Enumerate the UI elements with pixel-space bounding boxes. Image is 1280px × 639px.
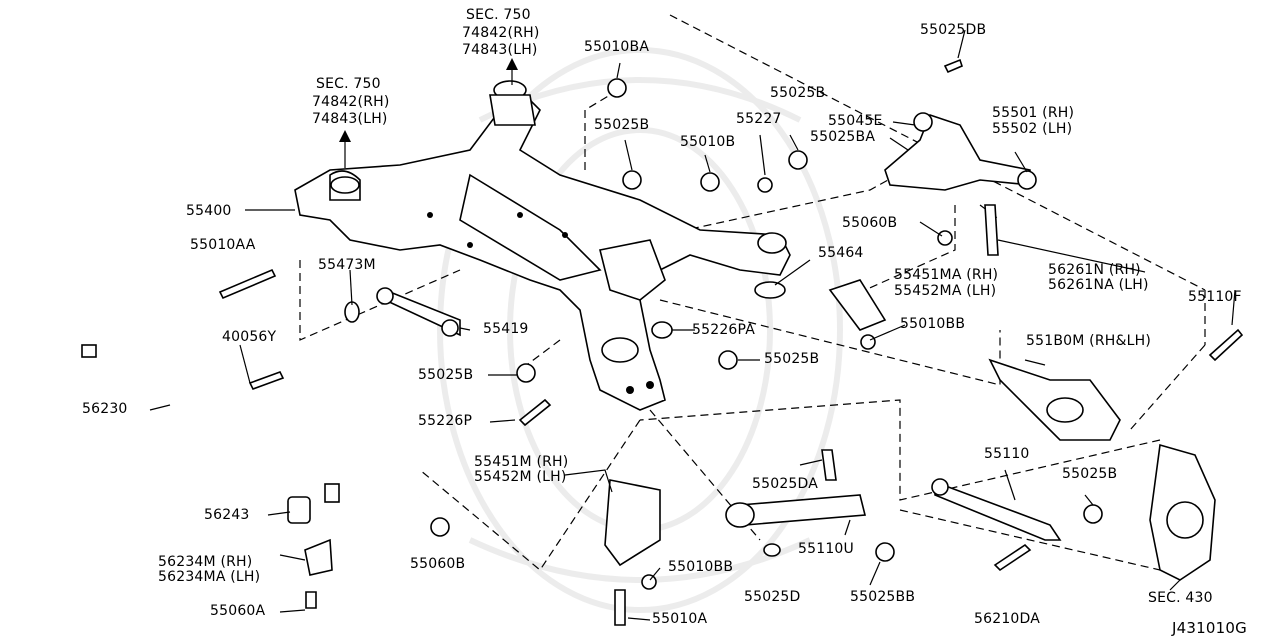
part-55400[interactable]: 55400: [186, 203, 232, 219]
part-55452MA[interactable]: 55452MA (LH): [894, 283, 997, 299]
part-55502[interactable]: 55502 (LH): [992, 121, 1073, 137]
stabilizer-bar-56230: [78, 289, 421, 503]
section-750-top-rh[interactable]: 74842(RH): [462, 25, 540, 41]
part-55227[interactable]: 55227: [736, 111, 782, 127]
part-56261N[interactable]: 56261N (RH): [1048, 262, 1141, 278]
part-56234MA[interactable]: 56234MA (LH): [158, 569, 261, 585]
leader-lines: [149, 29, 1236, 621]
part-55060B-lower[interactable]: 55060B: [410, 556, 466, 572]
part-56234M[interactable]: 56234M (RH): [158, 554, 253, 570]
part-551B0M[interactable]: 551B0M (RH&LH): [1026, 333, 1151, 349]
subframe-55400: [294, 80, 791, 411]
part-55025B-top[interactable]: 55025B: [770, 85, 826, 101]
part-56210DA[interactable]: 56210DA: [974, 611, 1041, 627]
section-750-left-title[interactable]: SEC. 750: [316, 76, 381, 92]
part-55010AA[interactable]: 55010AA: [190, 237, 256, 253]
part-55060B-upper[interactable]: 55060B: [842, 215, 898, 231]
part-55025DA[interactable]: 55025DA: [752, 476, 819, 492]
part-55060A[interactable]: 55060A: [210, 603, 266, 619]
part-55010BB-lower[interactable]: 55010BB: [668, 559, 734, 575]
section-750-left-lh[interactable]: 74843(LH): [312, 111, 388, 127]
part-55010B[interactable]: 55010B: [680, 134, 736, 150]
part-55010A[interactable]: 55010A: [652, 611, 708, 627]
part-56243[interactable]: 56243: [204, 507, 250, 523]
section-750-top-lh[interactable]: 74843(LH): [462, 42, 538, 58]
section-430-label[interactable]: SEC. 430: [1148, 590, 1213, 606]
part-55110F[interactable]: 55110F: [1188, 289, 1242, 305]
part-55110[interactable]: 55110: [984, 446, 1030, 462]
part-55025D[interactable]: 55025D: [744, 589, 801, 605]
part-40056Y[interactable]: 40056Y: [222, 329, 277, 345]
part-55452M[interactable]: 55452M (LH): [474, 469, 567, 485]
section-arrows: [339, 58, 518, 168]
part-55025BB[interactable]: 55025BB: [850, 589, 916, 605]
part-55226PA[interactable]: 55226PA: [692, 322, 756, 338]
part-56230[interactable]: 56230: [82, 401, 128, 417]
part-55010BB-upper[interactable]: 55010BB: [900, 316, 966, 332]
part-55501[interactable]: 55501 (RH): [992, 105, 1075, 121]
part-55025B-mid[interactable]: 55025B: [764, 351, 820, 367]
part-55110U[interactable]: 55110U: [798, 541, 854, 557]
part-55451M[interactable]: 55451M (RH): [474, 454, 569, 470]
part-55226P[interactable]: 55226P: [418, 413, 473, 429]
diagram-code: J431010G: [1172, 619, 1247, 637]
part-55451MA[interactable]: 55451MA (RH): [894, 267, 999, 283]
part-55045E[interactable]: 55045E: [828, 113, 883, 129]
part-56261NA[interactable]: 56261NA (LH): [1048, 277, 1149, 293]
part-55010BA[interactable]: 55010BA: [584, 39, 650, 55]
part-55025B-right[interactable]: 55025B: [1062, 466, 1118, 482]
part-55419[interactable]: 55419: [483, 321, 529, 337]
part-55464[interactable]: 55464: [818, 245, 864, 261]
small-parts: [218, 58, 1244, 626]
part-55025DB[interactable]: 55025DB: [920, 22, 987, 38]
part-55473M[interactable]: 55473M: [318, 257, 376, 273]
part-55025BA[interactable]: 55025BA: [810, 129, 876, 145]
part-55025B-left[interactable]: 55025B: [418, 367, 474, 383]
part-55025B-upper[interactable]: 55025B: [594, 117, 650, 133]
section-750-left-rh[interactable]: 74842(RH): [312, 94, 390, 110]
section-750-top-title[interactable]: SEC. 750: [466, 7, 531, 23]
